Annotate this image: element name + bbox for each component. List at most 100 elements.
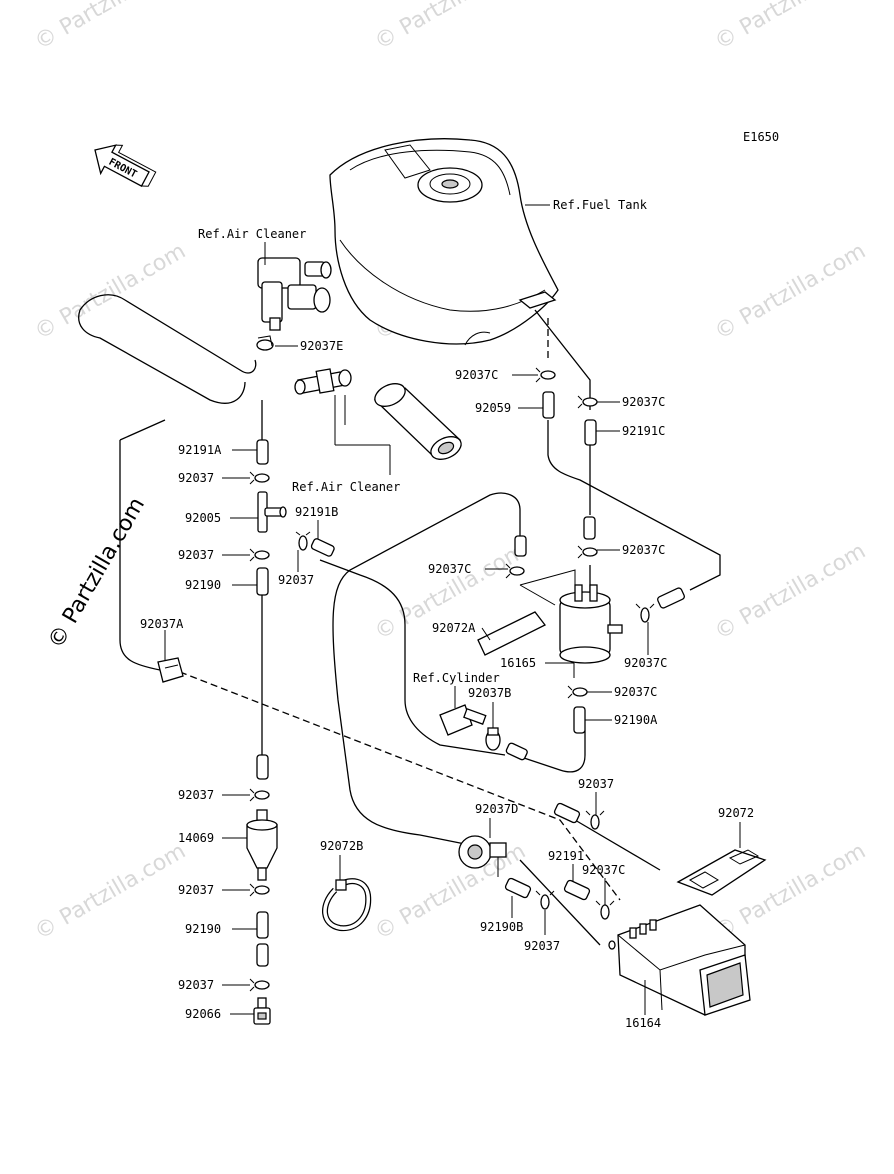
- hose: [332, 492, 521, 846]
- hose-end: [583, 516, 596, 540]
- watermark: © Partzilla.com: [371, 0, 531, 55]
- hose-92191A: [256, 439, 269, 465]
- hose: [79, 294, 257, 374]
- clamp-92037E: [256, 335, 274, 351]
- label-92190A: 92190A: [614, 713, 658, 727]
- hose-92191C: [584, 419, 597, 446]
- label-92037-b: 92037: [178, 548, 214, 562]
- label-92191A: 92191A: [178, 443, 222, 457]
- ref-air-cleaner-mid-label: Ref.Air Cleaner: [292, 480, 400, 494]
- label-92037-f: 92037: [178, 883, 214, 897]
- clamp-92037C-f: [567, 685, 588, 699]
- clamp-92037-g: [535, 890, 555, 910]
- ref-fuel-tank-label: Ref.Fuel Tank: [553, 198, 648, 212]
- watermark: © Partzilla.com: [31, 839, 191, 946]
- clamp-92037C-e: [635, 603, 655, 623]
- air-cleaner-valve: [257, 257, 332, 331]
- hose: [519, 859, 601, 946]
- clip-92037D: [458, 835, 507, 877]
- label-16165: 16165: [500, 656, 536, 670]
- label-92066: 92066: [185, 1007, 221, 1021]
- hose-92191: [563, 879, 591, 901]
- clamp-92037C-d: [505, 563, 525, 579]
- label-92072A: 92072A: [432, 621, 476, 635]
- hose: [547, 420, 721, 591]
- hose-end: [657, 587, 685, 609]
- label-92191B: 92191B: [295, 505, 338, 519]
- watermark: © Partzilla.com: [711, 239, 871, 346]
- fuel-filter-16165: [519, 569, 623, 664]
- clamp-92037B: [485, 727, 501, 751]
- clamp-92037C-g: [595, 900, 615, 920]
- hose-92190-b: [256, 911, 269, 939]
- hose-end: [553, 802, 581, 824]
- label-92037E: 92037E: [300, 339, 343, 353]
- label-92037B: 92037B: [468, 686, 511, 700]
- label-92191: 92191: [548, 849, 584, 863]
- side-watermark: © Partzilla.com: [44, 493, 151, 653]
- air-cleaner-filter: [373, 383, 462, 460]
- hose: [119, 440, 161, 671]
- canister-16164: [608, 904, 751, 1016]
- fuel-filter-14069: [246, 809, 278, 881]
- leader: [481, 627, 491, 641]
- label-92037C-g: 92037C: [582, 863, 625, 877]
- hose: [574, 819, 661, 871]
- label-92072: 92072: [718, 806, 754, 820]
- tee-joint: [294, 368, 352, 395]
- label-92037-e: 92037: [178, 788, 214, 802]
- hose: [119, 419, 166, 441]
- clamp-92037-h: [249, 978, 270, 992]
- hose: [78, 309, 246, 404]
- label-92037C-c: 92037C: [622, 543, 665, 557]
- label-92005: 92005: [185, 511, 221, 525]
- label-92037C-e: 92037C: [624, 656, 667, 670]
- clamp-92037-e: [249, 788, 270, 802]
- hose: [179, 671, 621, 901]
- label-92037A: 92037A: [140, 617, 184, 631]
- label-14069: 14069: [178, 831, 214, 845]
- clamp-92037-b: [249, 548, 270, 562]
- label-92037-h: 92037: [178, 978, 214, 992]
- ref-air-cleaner-top-label: Ref.Air Cleaner: [198, 227, 306, 241]
- clamp-92037C-a: [535, 367, 556, 383]
- label-92037C-a: 92037C: [455, 368, 498, 382]
- bracket-92072A: [477, 611, 546, 656]
- label-92037-g: 92037: [524, 939, 560, 953]
- label-92190B: 92190B: [480, 920, 523, 934]
- hose-end: [256, 943, 269, 967]
- label-92072B: 92072B: [320, 839, 363, 853]
- clamp-92037-f: [249, 883, 270, 897]
- clamp-92037C-c: [577, 545, 598, 559]
- hose-92190A: [573, 706, 586, 734]
- cylinder-nipple: [439, 704, 487, 736]
- front-arrow-icon: FRONT: [94, 144, 157, 187]
- joint-92005: [257, 491, 287, 533]
- label-92059: 92059: [475, 401, 511, 415]
- hose-end: [505, 742, 528, 761]
- diagram-code: E1650: [743, 130, 779, 144]
- label-92037-a: 92037: [178, 471, 214, 485]
- fuel-tank: [329, 138, 559, 346]
- hose-92191B: [310, 538, 335, 557]
- hose-end: [256, 754, 269, 780]
- watermark: © Partzilla.com: [31, 0, 191, 55]
- hose-92190-a: [256, 567, 269, 596]
- clamp-92037-c: [295, 531, 311, 551]
- hose: [514, 730, 586, 773]
- watermark: © Partzilla.com: [711, 0, 871, 55]
- label-92190-a: 92190: [185, 578, 221, 592]
- ref-cylinder-label: Ref.Cylinder: [413, 671, 500, 685]
- hose-92190B: [504, 877, 532, 899]
- clamp-92037-d: [585, 810, 605, 830]
- clamp-92037-a: [249, 471, 270, 485]
- label-92037-c: 92037: [278, 573, 314, 587]
- label-92037D: 92037D: [475, 802, 518, 816]
- label-92037C-b: 92037C: [622, 395, 665, 409]
- label-92037-d: 92037: [578, 777, 614, 791]
- label-92191C: 92191C: [622, 424, 665, 438]
- hose-92059: [542, 391, 555, 419]
- bracket-92072: [676, 849, 767, 896]
